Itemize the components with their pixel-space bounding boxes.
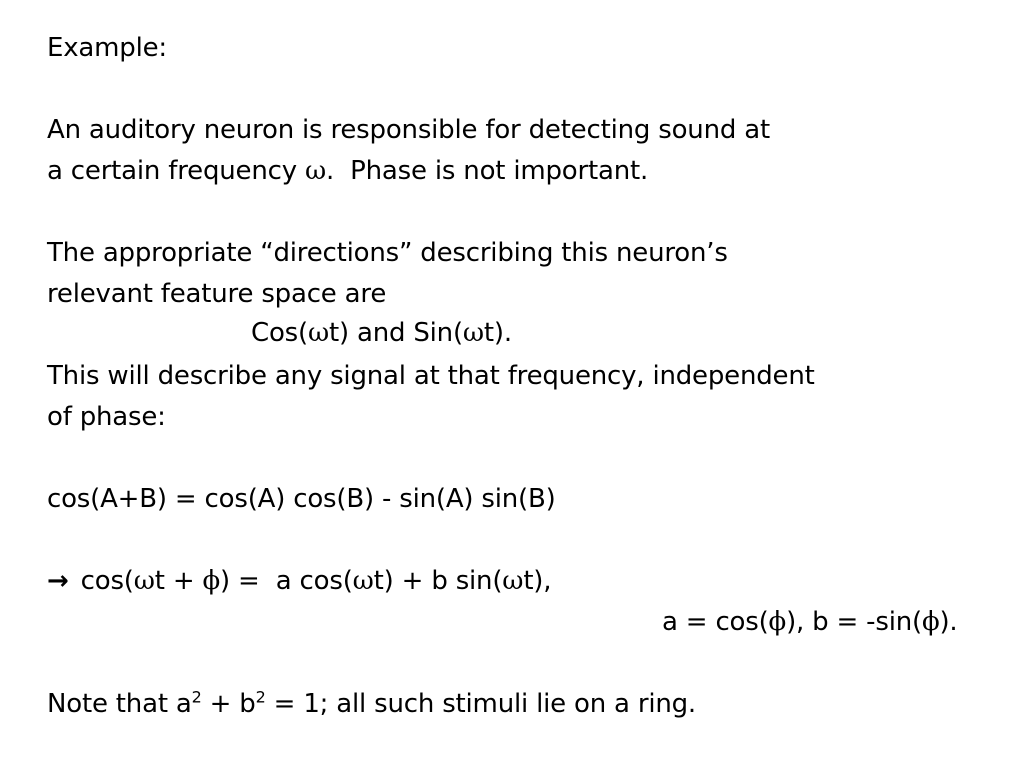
omega-symbol: ω — [307, 318, 329, 348]
paragraph-1-line-1: An auditory neuron is responsible for de… — [47, 115, 770, 145]
note-line: Note that a2 + b2 = 1; all such stimuli … — [47, 688, 696, 720]
directions-formula: Cos(ωt) and Sin(ωt). — [251, 317, 512, 349]
text-fragment: t), — [523, 566, 552, 596]
text-fragment: = 1; all such stimuli lie on a ring. — [265, 689, 697, 719]
paragraph-2-line-1: The appropriate “directions” describing … — [47, 238, 728, 268]
superscript-2: 2 — [191, 687, 202, 707]
paragraph-1-line-2: a certain frequency ω. Phase is not impo… — [47, 155, 648, 187]
phi-symbol: ϕ — [921, 607, 940, 637]
omega-symbol: ω — [304, 156, 326, 186]
text-fragment: ) = a cos( — [220, 566, 353, 596]
text-fragment: t) + b sin( — [373, 566, 503, 596]
text-fragment: Note that a — [47, 689, 192, 719]
right-arrow-icon: → — [47, 566, 69, 596]
phi-symbol: ϕ — [768, 607, 787, 637]
text-fragment: t) and Sin( — [328, 318, 463, 348]
derivation-line: → cos(ωt + ϕ) = a cos(ωt) + b sin(ωt), — [47, 565, 552, 597]
text-fragment: . Phase is not important. — [325, 156, 649, 186]
paragraph-3-line-1: This will describe any signal at that fr… — [47, 361, 815, 391]
text-fragment: ), b = -sin( — [786, 607, 922, 637]
paragraph-3-line-2: of phase: — [47, 402, 166, 432]
text-fragment: a certain frequency — [47, 156, 305, 186]
text-fragment: Cos( — [251, 318, 308, 348]
trig-identity: cos(A+B) = cos(A) cos(B) - sin(A) sin(B) — [47, 484, 556, 514]
omega-symbol: ω — [133, 566, 155, 596]
text-fragment: t). — [483, 318, 512, 348]
omega-symbol: ω — [352, 566, 374, 596]
text-fragment: a = cos( — [662, 607, 769, 637]
text-fragment: cos( — [72, 566, 134, 596]
text-fragment: t + — [154, 566, 203, 596]
superscript-2: 2 — [255, 687, 266, 707]
phi-symbol: ϕ — [202, 566, 221, 596]
omega-symbol: ω — [462, 318, 484, 348]
text-fragment: + b — [201, 689, 256, 719]
coefficients-line: a = cos(ϕ), b = -sin(ϕ). — [662, 606, 958, 638]
omega-symbol: ω — [502, 566, 524, 596]
paragraph-2-line-2: relevant feature space are — [47, 279, 387, 309]
text-fragment: ). — [939, 607, 958, 637]
example-heading: Example: — [47, 33, 167, 63]
